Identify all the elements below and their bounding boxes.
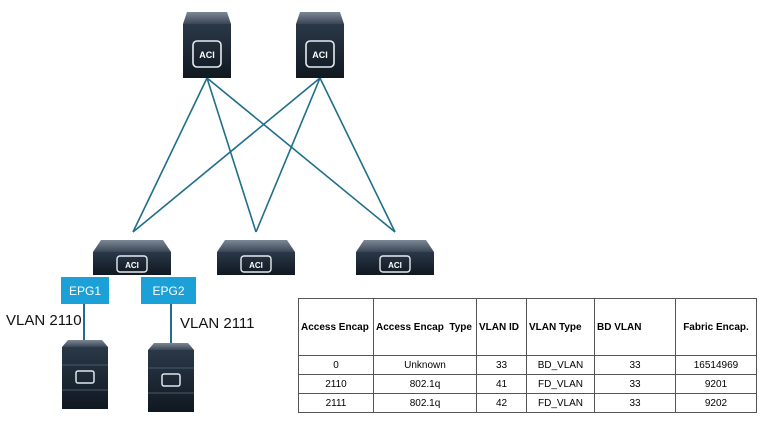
cell-access-encap: 2110 bbox=[298, 374, 374, 394]
col-header-bd-vlan: BD VLAN bbox=[594, 298, 676, 356]
leaf-3-aci-label: ACI bbox=[388, 261, 402, 270]
link-spine2-leaf2 bbox=[255, 77, 321, 233]
col-header-access-encap: Access Encap bbox=[298, 298, 374, 356]
vlan-2111-label: VLAN 2111 bbox=[180, 315, 255, 332]
cell-vlan-type: FD_VLAN bbox=[526, 374, 595, 394]
encap-table: Access Encap Access Encap Type VLAN ID V… bbox=[298, 298, 757, 413]
link-spine1-leaf3 bbox=[206, 77, 396, 233]
server-1-drive-icon bbox=[75, 370, 95, 384]
server-2-drive-icon bbox=[161, 373, 181, 387]
leaf-switch-1: ACI bbox=[93, 240, 171, 275]
col-header-access-encap-type: Access Encap Type bbox=[373, 298, 477, 356]
epg1-box: EPG1 bbox=[61, 277, 109, 304]
table-row: 0 Unknown 33 BD_VLAN 33 16514969 bbox=[298, 355, 757, 375]
table-header-row: Access Encap Access Encap Type VLAN ID V… bbox=[298, 298, 757, 356]
col-header-vlan-id: VLAN ID bbox=[476, 298, 527, 356]
link-spine1-leaf2 bbox=[206, 77, 257, 233]
cell-access-encap-type: Unknown bbox=[373, 355, 477, 375]
leaf-switch-2: ACI bbox=[217, 240, 295, 275]
cell-vlan-id: 42 bbox=[476, 393, 527, 413]
col-header-fabric-encap: Fabric Encap. bbox=[675, 298, 757, 356]
cell-fabric-encap: 9202 bbox=[675, 393, 757, 413]
cell-vlan-type: FD_VLAN bbox=[526, 393, 595, 413]
cell-bd-vlan: 33 bbox=[594, 374, 676, 394]
spine-1-aci-label: ACI bbox=[199, 50, 215, 60]
col-header-vlan-type: VLAN Type bbox=[526, 298, 595, 356]
table-row: 2111 802.1q 42 FD_VLAN 33 9202 bbox=[298, 393, 757, 413]
server-links bbox=[83, 304, 172, 343]
spine-switch-1: ACI bbox=[183, 12, 231, 78]
leaf-switch-3: ACI bbox=[356, 240, 434, 275]
cell-bd-vlan: 33 bbox=[594, 355, 676, 375]
cell-bd-vlan: 33 bbox=[594, 393, 676, 413]
vlan-2110-label: VLAN 2110 bbox=[6, 312, 82, 329]
cell-vlan-id: 33 bbox=[476, 355, 527, 375]
server-1 bbox=[62, 340, 108, 409]
epg2-box: EPG2 bbox=[141, 277, 196, 304]
link-spine2-leaf3 bbox=[319, 77, 396, 233]
server-2 bbox=[148, 343, 194, 412]
fabric-links bbox=[132, 77, 396, 233]
link-spine1-leaf1 bbox=[132, 77, 208, 233]
cell-fabric-encap: 9201 bbox=[675, 374, 757, 394]
spine-switch-2: ACI bbox=[296, 12, 344, 78]
leaf-2-aci-label: ACI bbox=[249, 261, 263, 270]
cell-vlan-id: 41 bbox=[476, 374, 527, 394]
cell-access-encap-type: 802.1q bbox=[373, 393, 477, 413]
table-row: 2110 802.1q 41 FD_VLAN 33 9201 bbox=[298, 374, 757, 394]
cell-fabric-encap: 16514969 bbox=[675, 355, 757, 375]
leaf-1-aci-label: ACI bbox=[125, 261, 139, 270]
cell-vlan-type: BD_VLAN bbox=[526, 355, 595, 375]
cell-access-encap-type: 802.1q bbox=[373, 374, 477, 394]
cell-access-encap: 2111 bbox=[298, 393, 374, 413]
spine-2-aci-label: ACI bbox=[312, 50, 328, 60]
cell-access-encap: 0 bbox=[298, 355, 374, 375]
link-spine2-leaf1 bbox=[132, 77, 321, 233]
